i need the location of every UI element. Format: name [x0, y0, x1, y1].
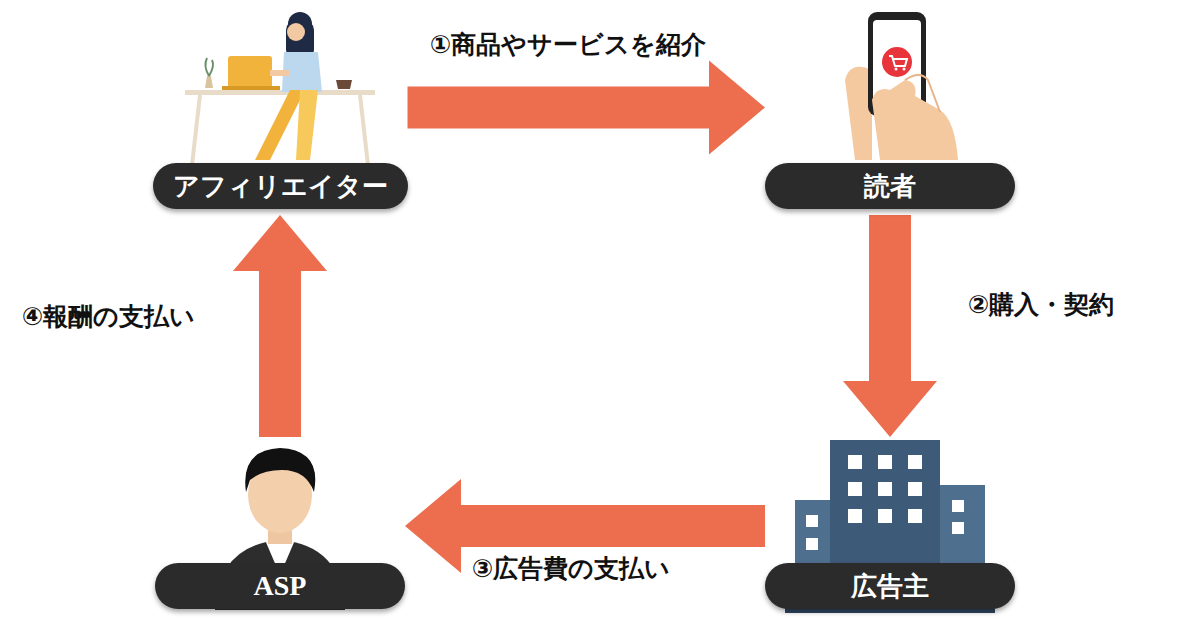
actor-name: ASP	[254, 570, 307, 601]
flow-label: ②購入・契約	[968, 288, 1114, 321]
flow-label: ③広告費の支払い	[472, 552, 670, 585]
label-pill: 広告主	[765, 563, 1015, 609]
reader-illustration	[845, 12, 958, 160]
flow-label: ④報酬の支払い	[22, 300, 195, 333]
affiliate-illustration	[185, 12, 375, 165]
actor-node: 広告主	[765, 437, 1015, 615]
flow-arrow	[408, 61, 766, 155]
label-pill: アフィリエイター	[153, 163, 408, 209]
actor-name: 広告主	[851, 571, 929, 601]
actor-node: アフィリエイター	[153, 0, 408, 215]
label-pill: 読者	[765, 163, 1015, 209]
flow-label: ①商品やサービスを紹介	[430, 28, 706, 61]
actor-name: アフィリエイター	[173, 171, 388, 201]
flow-arrow	[843, 215, 937, 437]
flow-arrow	[233, 215, 327, 437]
label-pill: ASP	[155, 563, 405, 609]
actor-node: ASP	[155, 437, 405, 615]
actor-node: 読者	[765, 0, 1015, 215]
actor-name: 読者	[864, 171, 916, 201]
